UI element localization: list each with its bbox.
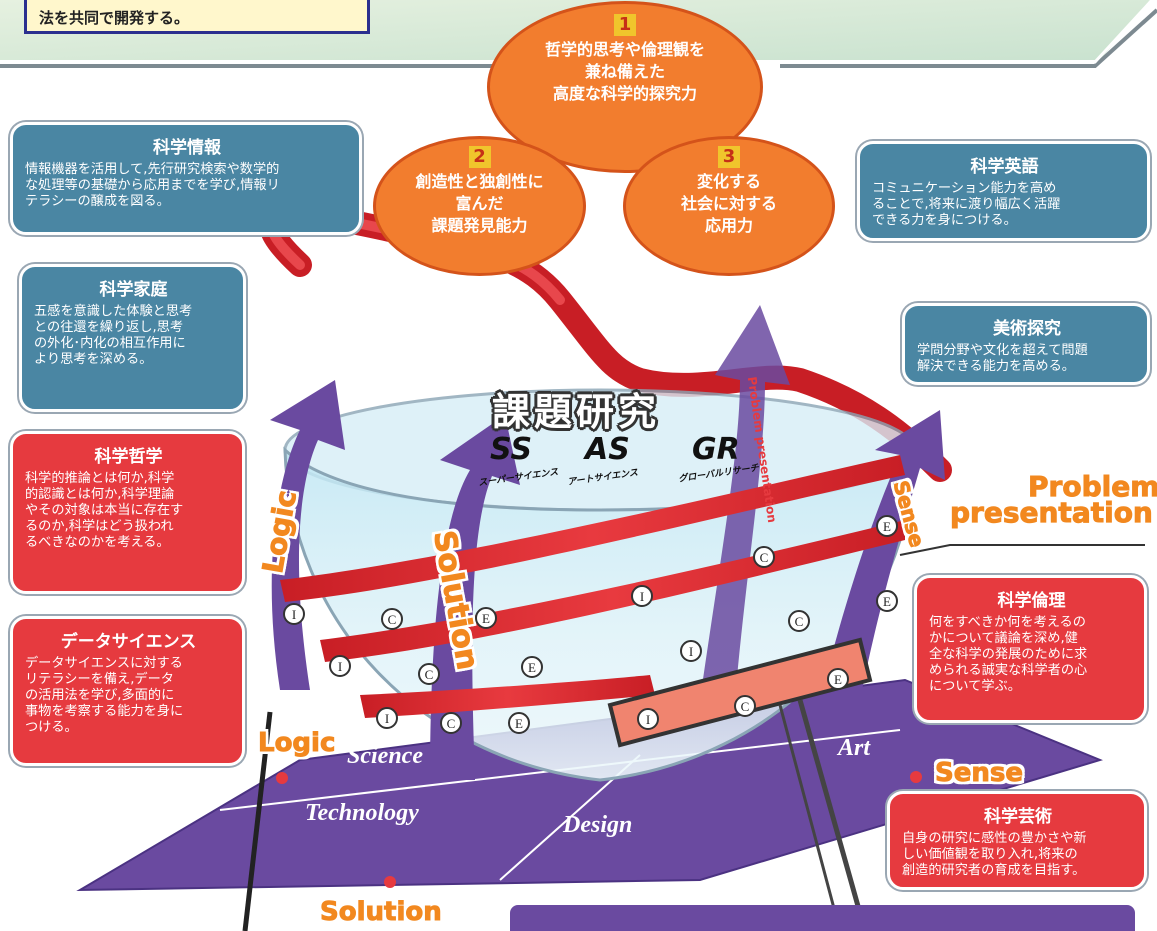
- ability-line: 高度な科学的探究力: [552, 84, 697, 103]
- box-kagaku-geijutsu: 科学芸術 自身の研究に感性の豊かさや新 しい価値観を取り入れ,将来の 創造的研究…: [887, 791, 1147, 890]
- box-line: 全な科学の発展のために求: [929, 647, 1088, 662]
- design-label: Design: [563, 812, 633, 838]
- box-kagaku-joho: 科学情報 情報機器を活用して,先行研究検索や数学的 な処理等の基礎から応用までを…: [10, 122, 362, 235]
- ability-line: 課題発見能力: [431, 216, 528, 235]
- ice-i-marker: I: [680, 640, 702, 662]
- box-kagaku-rinri: 科学倫理 何をすべきか何を考えるの かについて議論を深め,健 全な科学の発展のた…: [914, 575, 1147, 723]
- box-line: テラシーの醸成を図る。: [25, 194, 170, 209]
- box-line: について学ぶ。: [929, 679, 1021, 694]
- box-line: リテラシーを備え,データ: [25, 672, 174, 687]
- box-kagaku-katei: 科学家庭 五感を意識した体験と思考 との往還を繰り返し,思考 の外化･内化の相互…: [19, 264, 246, 412]
- box-line: ることで,将来に渡り幅広く活躍: [872, 197, 1061, 212]
- ice-i-marker: I: [283, 603, 305, 625]
- ability-circle-3: 3 変化する 社会に対する 応用力: [623, 136, 835, 276]
- box-line: しい価値観を取り入れ,将来の: [902, 847, 1078, 862]
- ice-i-marker: I: [329, 655, 351, 677]
- box-title: 科学英語: [970, 157, 1039, 177]
- box-line: 科学的推論とは何か,科学: [25, 471, 175, 486]
- ability-line: 応用力: [704, 216, 753, 235]
- box-line: より思考を深める。: [34, 352, 153, 367]
- box-line: データサイエンスに対する: [25, 656, 183, 671]
- box-line: 的認識とは何か,科学理論: [25, 487, 175, 502]
- highlight-frame: [607, 637, 873, 748]
- sense-arrow: [820, 410, 945, 700]
- solution-label: Solution: [320, 897, 443, 928]
- ability-line: 富んだ: [455, 194, 504, 213]
- bottom-bar: [510, 905, 1135, 931]
- box-line: やその対象は本当に存在す: [25, 503, 184, 518]
- box-title: データサイエンス: [60, 632, 197, 652]
- ribbon-3: [360, 675, 655, 718]
- box-title: 科学芸術: [984, 807, 1052, 827]
- ability-number-2: 2: [468, 146, 491, 168]
- ice-i-marker: I: [637, 708, 659, 730]
- box-line: の活用法を学び,多面的に: [25, 688, 175, 703]
- ice-c-marker: C: [418, 663, 440, 685]
- box-line: められる誠実な科学者の心: [929, 663, 1088, 678]
- ability-number-1: 1: [614, 14, 636, 36]
- ribbon-1: [280, 455, 905, 602]
- ability-line: 変化する: [696, 172, 761, 191]
- gr-label: GR: [692, 432, 740, 467]
- box-line: かについて議論を深め,健: [929, 631, 1078, 646]
- box-kagaku-tetsugaku: 科学哲学 科学的推論とは何か,科学 的認識とは何か,科学理論 やその対象は本当に…: [10, 431, 245, 594]
- box-line: 解決できる能力を高める。: [917, 359, 1075, 374]
- ice-e-marker: E: [876, 590, 898, 612]
- box-line: るのか,科学はどう扱われ: [25, 519, 174, 534]
- box-line: 学問分野や文化を超えて問題: [917, 343, 1088, 358]
- sense-label: Sense: [935, 758, 1024, 789]
- top-note: 法を共同で開発する。: [24, 0, 370, 34]
- box-line: できる力を身につける。: [872, 213, 1017, 228]
- box-title: 科学情報: [153, 138, 221, 158]
- ice-e-marker: E: [876, 515, 898, 537]
- box-title: 科学家庭: [99, 280, 168, 300]
- ice-c-marker: C: [381, 608, 403, 630]
- ability-line: 社会に対する: [680, 194, 777, 213]
- box-data-science: データサイエンス データサイエンスに対する リテラシーを備え,データ の活用法を…: [10, 616, 245, 766]
- as-label: AS: [585, 432, 630, 467]
- ice-c-marker: C: [440, 712, 462, 734]
- logic-label: Logic: [257, 728, 336, 759]
- box-line: の外化･内化の相互作用に: [34, 336, 186, 351]
- ss-label: SS: [490, 432, 533, 467]
- art-label: Art: [838, 735, 871, 761]
- ability-line: 哲学的思考や倫理観を: [544, 40, 705, 59]
- box-line: 情報機器を活用して,先行研究検索や数学的: [25, 162, 280, 177]
- box-kagaku-eigo: 科学英語 コミュニケーション能力を高め ることで,将来に渡り幅広く活躍 できる力…: [857, 141, 1150, 241]
- ice-c-marker: C: [753, 546, 775, 568]
- science-label: Science: [347, 743, 423, 769]
- box-title: 科学倫理: [997, 591, 1066, 611]
- solution-arrow: [430, 415, 520, 780]
- box-line: るべきなのかを考える。: [25, 535, 170, 550]
- ability-line: 兼ね備えた: [584, 62, 665, 81]
- box-title: 科学哲学: [94, 447, 163, 467]
- box-line: 創造的研究者の育成を目指す。: [902, 863, 1086, 878]
- purple-plane: [80, 680, 1100, 890]
- ice-i-marker: I: [376, 707, 398, 729]
- presentation-label: presentation: [950, 496, 1154, 530]
- box-bijutsu-tankyu: 美術探究 学問分野や文化を超えて問題 解決できる能力を高める。: [902, 303, 1150, 385]
- ice-i-marker: I: [631, 585, 653, 607]
- ice-e-marker: E: [475, 607, 497, 629]
- box-line: 何をすべきか何を考えるの: [929, 615, 1086, 630]
- ice-e-marker: E: [827, 668, 849, 690]
- box-line: 事物を考察する能力を身に: [25, 704, 184, 719]
- box-line: つける。: [25, 720, 78, 735]
- box-line: 五感を意識した体験と思考: [34, 304, 193, 319]
- ability-number-3: 3: [718, 146, 740, 168]
- box-line: との往還を繰り返し,思考: [34, 320, 184, 335]
- ice-e-marker: E: [508, 712, 530, 734]
- box-line: な処理等の基礎から応用までを学び,情報リ: [25, 178, 280, 193]
- ability-circle-2: 2 創造性と独創性に 富んだ 課題発見能力: [373, 136, 586, 276]
- box-line: コミュニケーション能力を高め: [872, 181, 1057, 196]
- ability-line: 創造性と独創性に: [415, 172, 544, 191]
- box-line: 自身の研究に感性の豊かさや新: [902, 831, 1087, 846]
- problem-label: Problem: [1027, 470, 1157, 504]
- ice-c-marker: C: [734, 695, 756, 717]
- ice-c-marker: C: [788, 610, 810, 632]
- ice-e-marker: E: [521, 656, 543, 678]
- box-title: 美術探究: [993, 319, 1061, 339]
- technology-label: Technology: [305, 800, 419, 826]
- kadai-kenkyu-title: 課題研究: [492, 390, 661, 434]
